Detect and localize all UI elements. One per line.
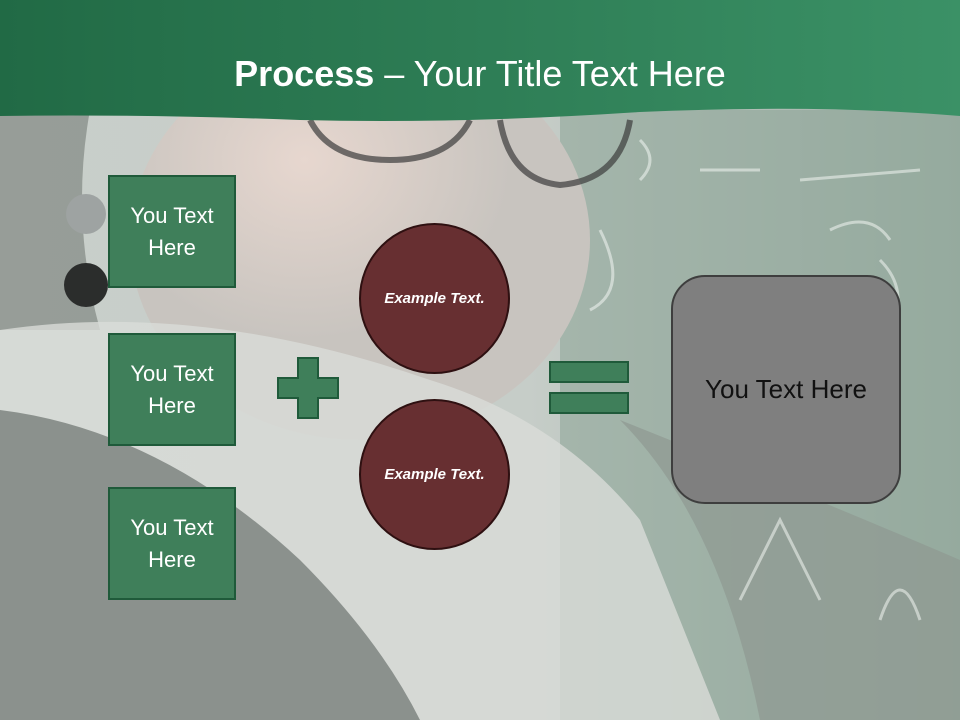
example-circle-1: Example Text. [359,223,510,374]
slide-title: Process – Your Title Text Here [0,52,960,96]
result-box-label: You Text Here [705,374,867,404]
left-text-box-2: You Text Here [108,333,236,446]
left-text-box-label: You Text Here [130,202,214,260]
result-box: You Text Here [671,275,901,504]
equals-icon [549,361,629,414]
title-rest: – Your Title Text Here [374,53,726,94]
example-circle-label: Example Text. [384,290,485,307]
left-text-box-3: You Text Here [108,487,236,600]
left-text-box-label: You Text Here [130,360,214,418]
left-text-box-1: You Text Here [108,175,236,288]
left-text-box-label: You Text Here [130,514,214,572]
plus-icon [277,357,339,419]
title-strong: Process [234,53,375,94]
header-band [0,0,960,121]
example-circle-2: Example Text. [359,399,510,550]
example-circle-label: Example Text. [384,466,485,483]
